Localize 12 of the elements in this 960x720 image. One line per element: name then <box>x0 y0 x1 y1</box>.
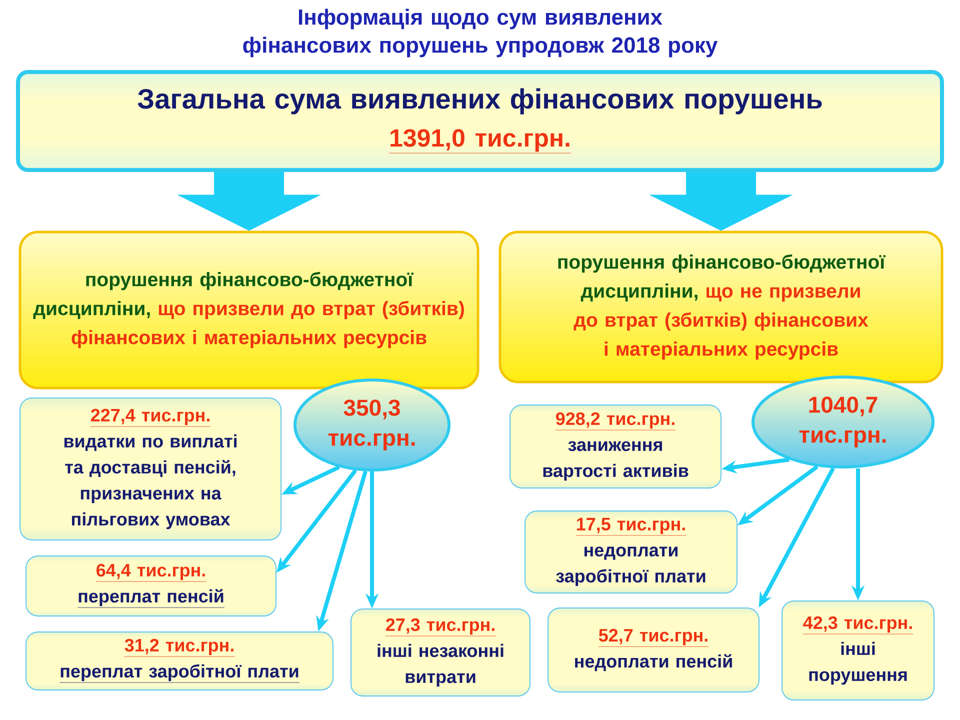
amount-box: 42,3 тис.грн. інші порушення <box>782 600 935 700</box>
title: Інформація щодо сум виявлених фінансових порушень упродовж 2018 року <box>243 8 718 58</box>
amount-box: 17,5 тис.грн. недоплати заробітної плати <box>524 510 738 594</box>
block-arrow <box>649 172 793 231</box>
amount-box: 31,2 тис.грн. переплат заробітної плати <box>26 632 334 690</box>
amount-box: 52,7 тис.грн. недоплати пенсій <box>548 608 760 692</box>
amount-box: 928,2 тис.грн. заниження вартості активів <box>510 404 722 488</box>
summary-box: Загальна сума виявлених фінансових порушень 1391,0 тис.грн. <box>16 70 944 172</box>
amount-box: 64,4 тис.грн. переплат пенсій <box>26 556 276 616</box>
amount-box: 227,4 тис.грн. видатки по виплаті та доставці пенсій, призначених на пільгових умовах <box>20 398 282 540</box>
amount-box: 27,3 тис.грн. інші незаконні витрати <box>350 608 530 696</box>
block-arrow <box>177 172 321 231</box>
